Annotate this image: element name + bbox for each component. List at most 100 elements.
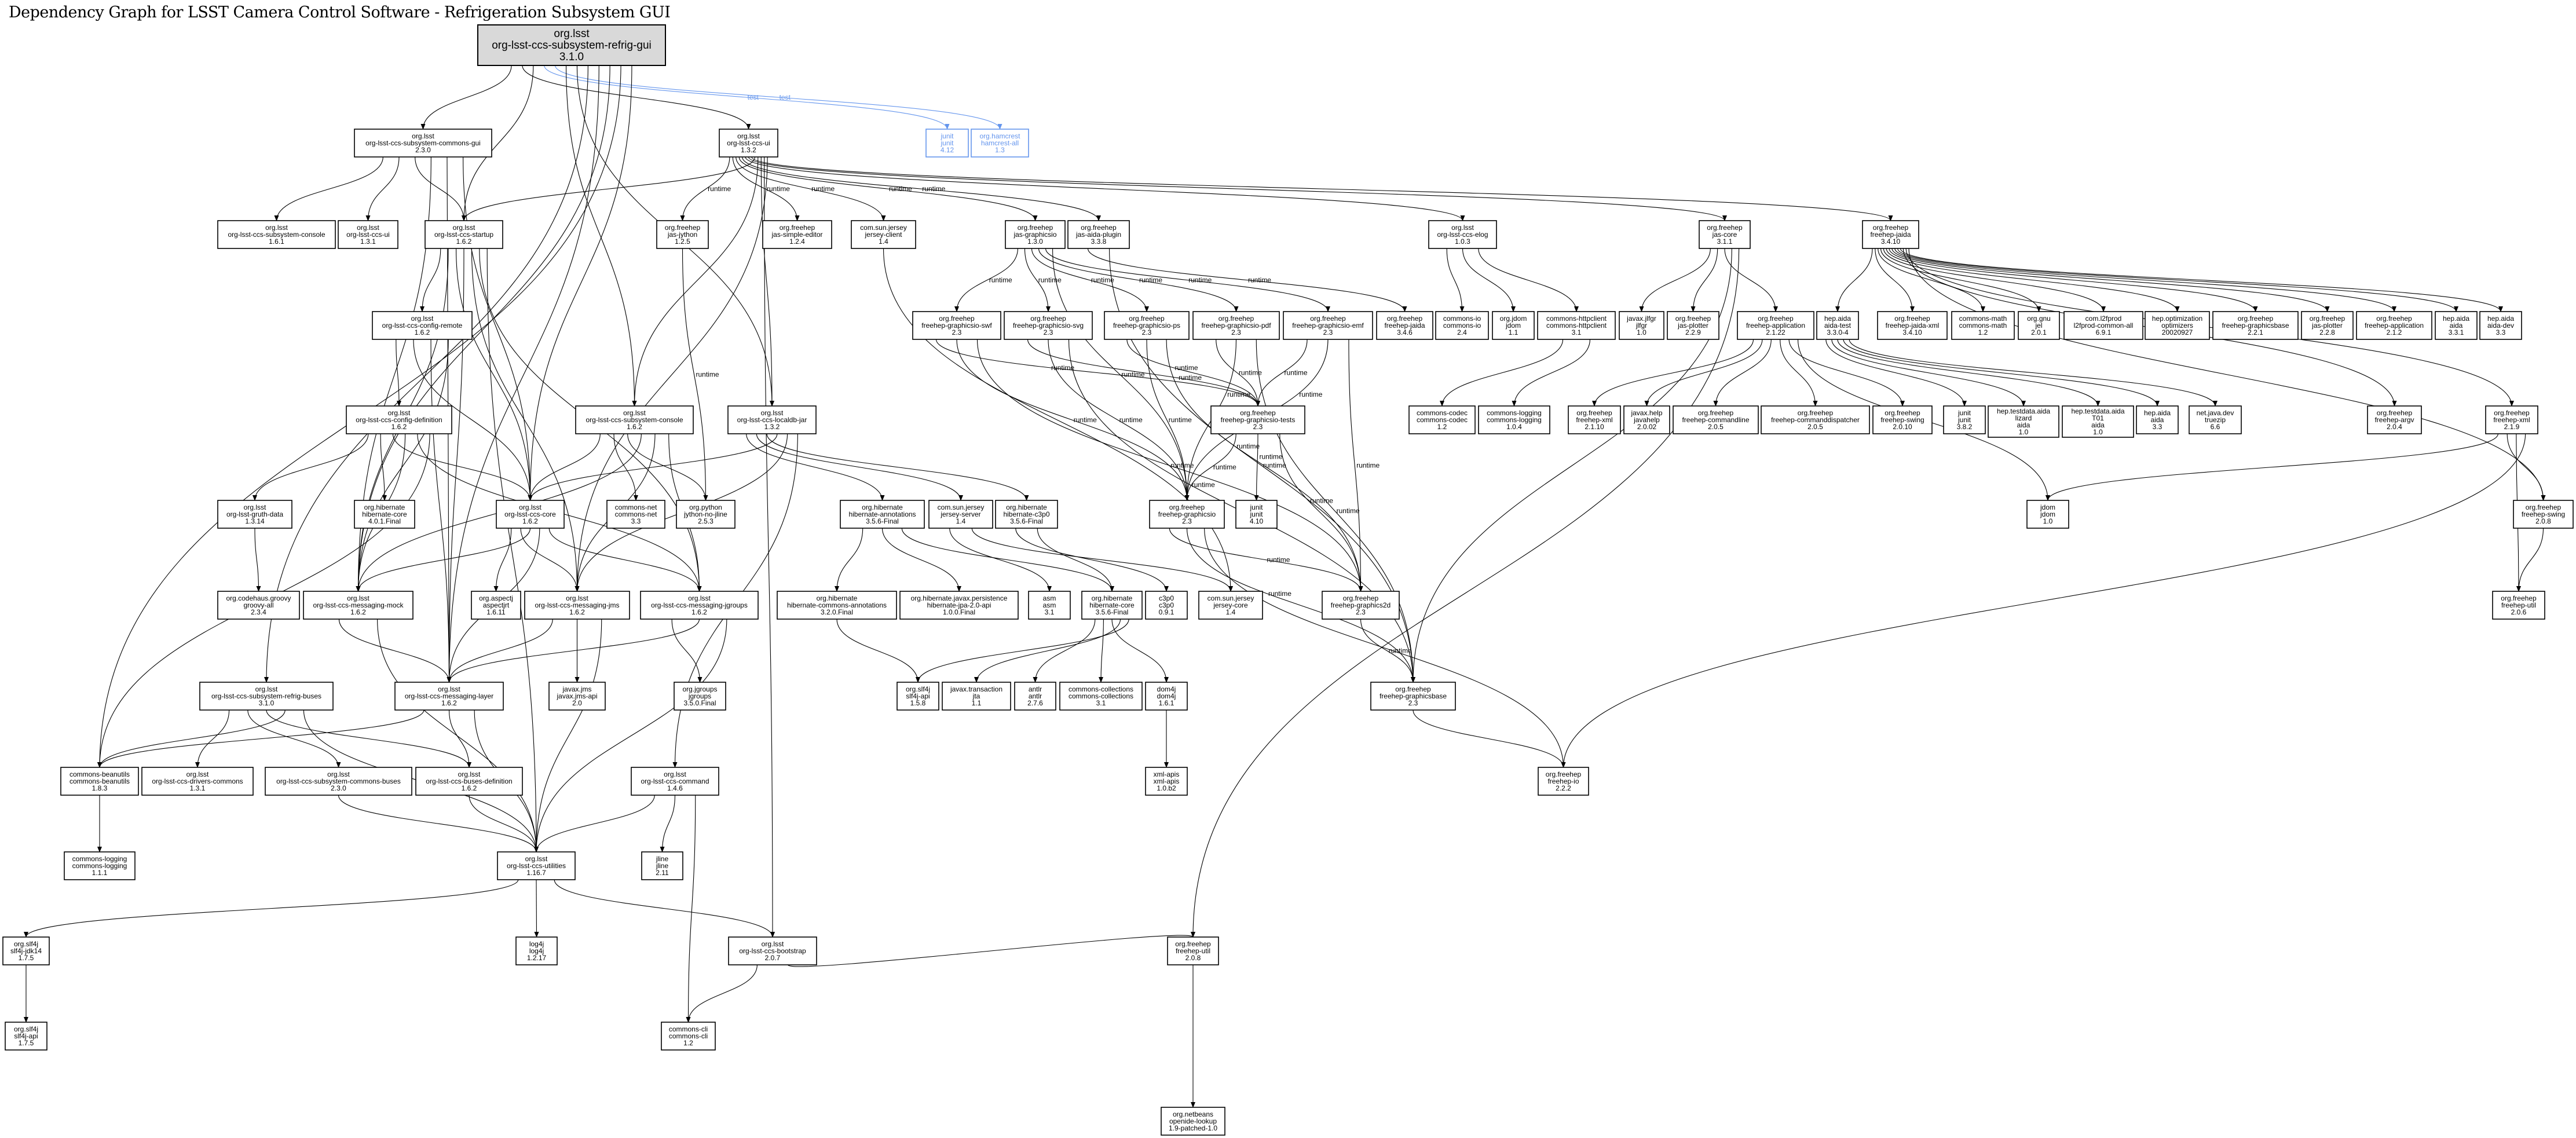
node-root[interactable]: org.lsstorg-lsst-ccs-subsystem-refrig-gu… bbox=[477, 24, 666, 66]
node-commons-gui[interactable]: org.lsstorg-lsst-ccs-subsystem-commons-g… bbox=[354, 129, 492, 158]
node-commons-buses[interactable]: org.lsstorg-lsst-ccs-subsystem-commons-b… bbox=[265, 767, 412, 796]
node-config-def[interactable]: org.lsstorg-lsst-ccs-config-definition1.… bbox=[346, 405, 452, 434]
node-collections[interactable]: commons-collectionscommons-collections3.… bbox=[1059, 682, 1143, 711]
node-refrig-buses[interactable]: org.lsstorg-lsst-ccs-subsystem-refrig-bu… bbox=[199, 682, 334, 711]
node-hib-commons-ann[interactable]: org.hibernatehibernate-commons-annotatio… bbox=[777, 591, 897, 620]
node-msg-jgroups[interactable]: org.lsstorg-lsst-ccs-messaging-jgroups1.… bbox=[640, 591, 759, 620]
node-openide[interactable]: org.netbeansopenide-lookup1.9-patched-1.… bbox=[1161, 1107, 1225, 1136]
node-buses-def[interactable]: org.lsstorg-lsst-ccs-buses-definition1.6… bbox=[415, 767, 523, 796]
node-msg-layer[interactable]: org.lsstorg-lsst-ccs-messaging-layer1.6.… bbox=[394, 682, 504, 711]
node-drivers[interactable]: org.lsstorg-lsst-ccs-drivers-commons1.3.… bbox=[141, 767, 254, 796]
node-console161[interactable]: org.lsstorg-lsst-ccs-subsystem-console1.… bbox=[217, 220, 336, 249]
node-commanddispatcher[interactable]: org.freehepfreehep-commanddispatcher2.0.… bbox=[1761, 405, 1870, 434]
node-hib-annotations[interactable]: org.hibernatehibernate-annotations3.5.6-… bbox=[840, 500, 925, 529]
node-console162[interactable]: org.lsstorg-lsst-ccs-subsystem-console1.… bbox=[575, 405, 694, 434]
